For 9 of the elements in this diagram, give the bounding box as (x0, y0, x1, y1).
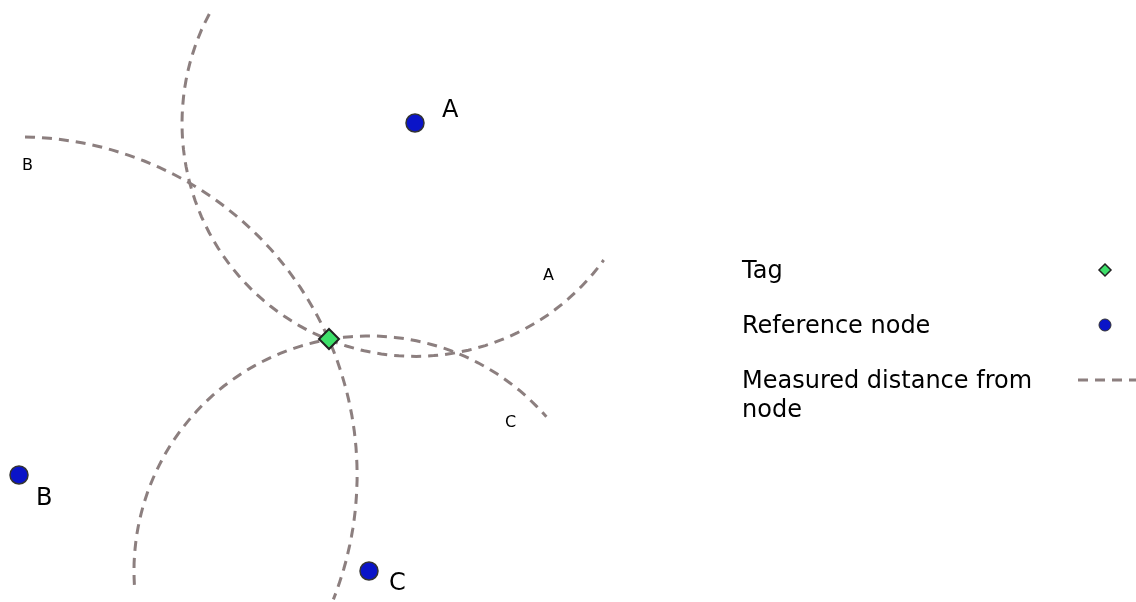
arc-label: B (22, 157, 33, 173)
node-label: A (442, 97, 459, 121)
arc-label: A (543, 267, 554, 283)
node-label: B (36, 485, 53, 509)
arc-label: C (505, 414, 517, 430)
legend-text: Measured distance from node (742, 366, 1034, 424)
node-label: C (389, 570, 406, 594)
legend-text: Reference node (742, 311, 932, 340)
legend-text: Tag (742, 256, 784, 285)
